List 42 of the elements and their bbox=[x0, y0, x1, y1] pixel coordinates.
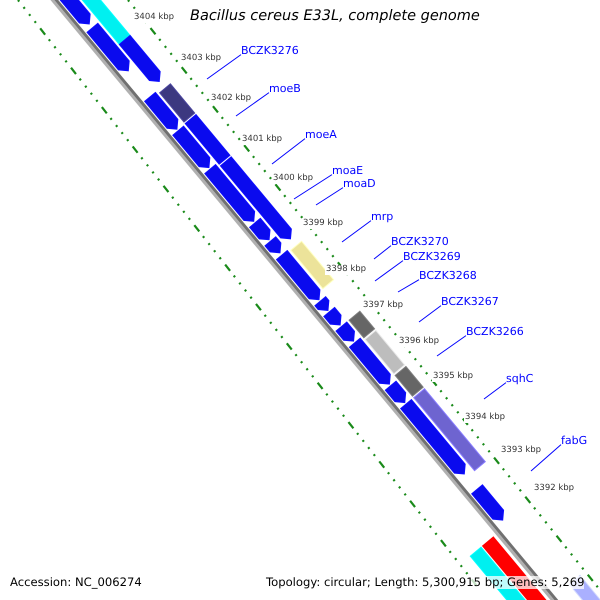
gene-label: mrp bbox=[371, 211, 394, 224]
scale-label: 3402 kbp bbox=[210, 94, 252, 104]
leader-line bbox=[530, 444, 562, 472]
gene-label: sqhC bbox=[506, 373, 534, 386]
scale-label: 3392 kbp bbox=[533, 484, 576, 494]
title: Bacillus cereus E33L, complete genome bbox=[190, 8, 480, 25]
leader-line bbox=[272, 138, 306, 164]
gene-label: moeA bbox=[305, 129, 337, 142]
gene-label: moaD bbox=[343, 178, 376, 191]
leader-line bbox=[316, 187, 344, 206]
scale-label: 3400 kbp bbox=[272, 174, 314, 184]
scale-label: 3397 kbp bbox=[362, 301, 404, 311]
leader-line bbox=[374, 260, 404, 282]
leader-line bbox=[484, 382, 506, 400]
gene-label: BCZK3269 bbox=[403, 251, 461, 264]
scale-label: 3403 kbp bbox=[180, 54, 222, 64]
scale-label: 3395 kbp bbox=[432, 372, 474, 382]
gene-label: moaE bbox=[332, 165, 364, 178]
scale-label: 3396 kbp bbox=[398, 337, 440, 347]
scale-label: 3399 kbp bbox=[302, 219, 344, 229]
leader-line bbox=[418, 305, 442, 322]
scale-label: 3393 kbp bbox=[500, 446, 542, 456]
gene-label: BCZK3267 bbox=[441, 296, 499, 309]
gene-label: BCZK3266 bbox=[466, 326, 524, 339]
gene-label: fabG bbox=[561, 435, 588, 448]
leader-line bbox=[342, 220, 372, 242]
leader-line bbox=[236, 92, 270, 116]
scale-label: 3394 kbp bbox=[464, 413, 506, 423]
leader-line bbox=[398, 279, 420, 292]
leader-line bbox=[374, 245, 392, 260]
gene-label: BCZK3276 bbox=[241, 45, 299, 58]
leader-line bbox=[436, 335, 466, 356]
scale-label: 3401 kbp bbox=[241, 135, 284, 145]
footer-text: Accession: NC_006274 bbox=[10, 576, 142, 590]
scale-label: 3398 kbp bbox=[325, 265, 368, 275]
leader-line bbox=[206, 54, 242, 80]
gene-label: BCZK3270 bbox=[391, 236, 449, 249]
footer-text: Topology: circular; Length: 5,300,915 bp; Genes: 5,269 bbox=[266, 576, 584, 590]
scale-label: 3404 kbp bbox=[133, 13, 176, 23]
leader-line bbox=[294, 174, 332, 200]
gene-label: BCZK3268 bbox=[419, 270, 477, 283]
gene-label: moeB bbox=[269, 83, 301, 96]
